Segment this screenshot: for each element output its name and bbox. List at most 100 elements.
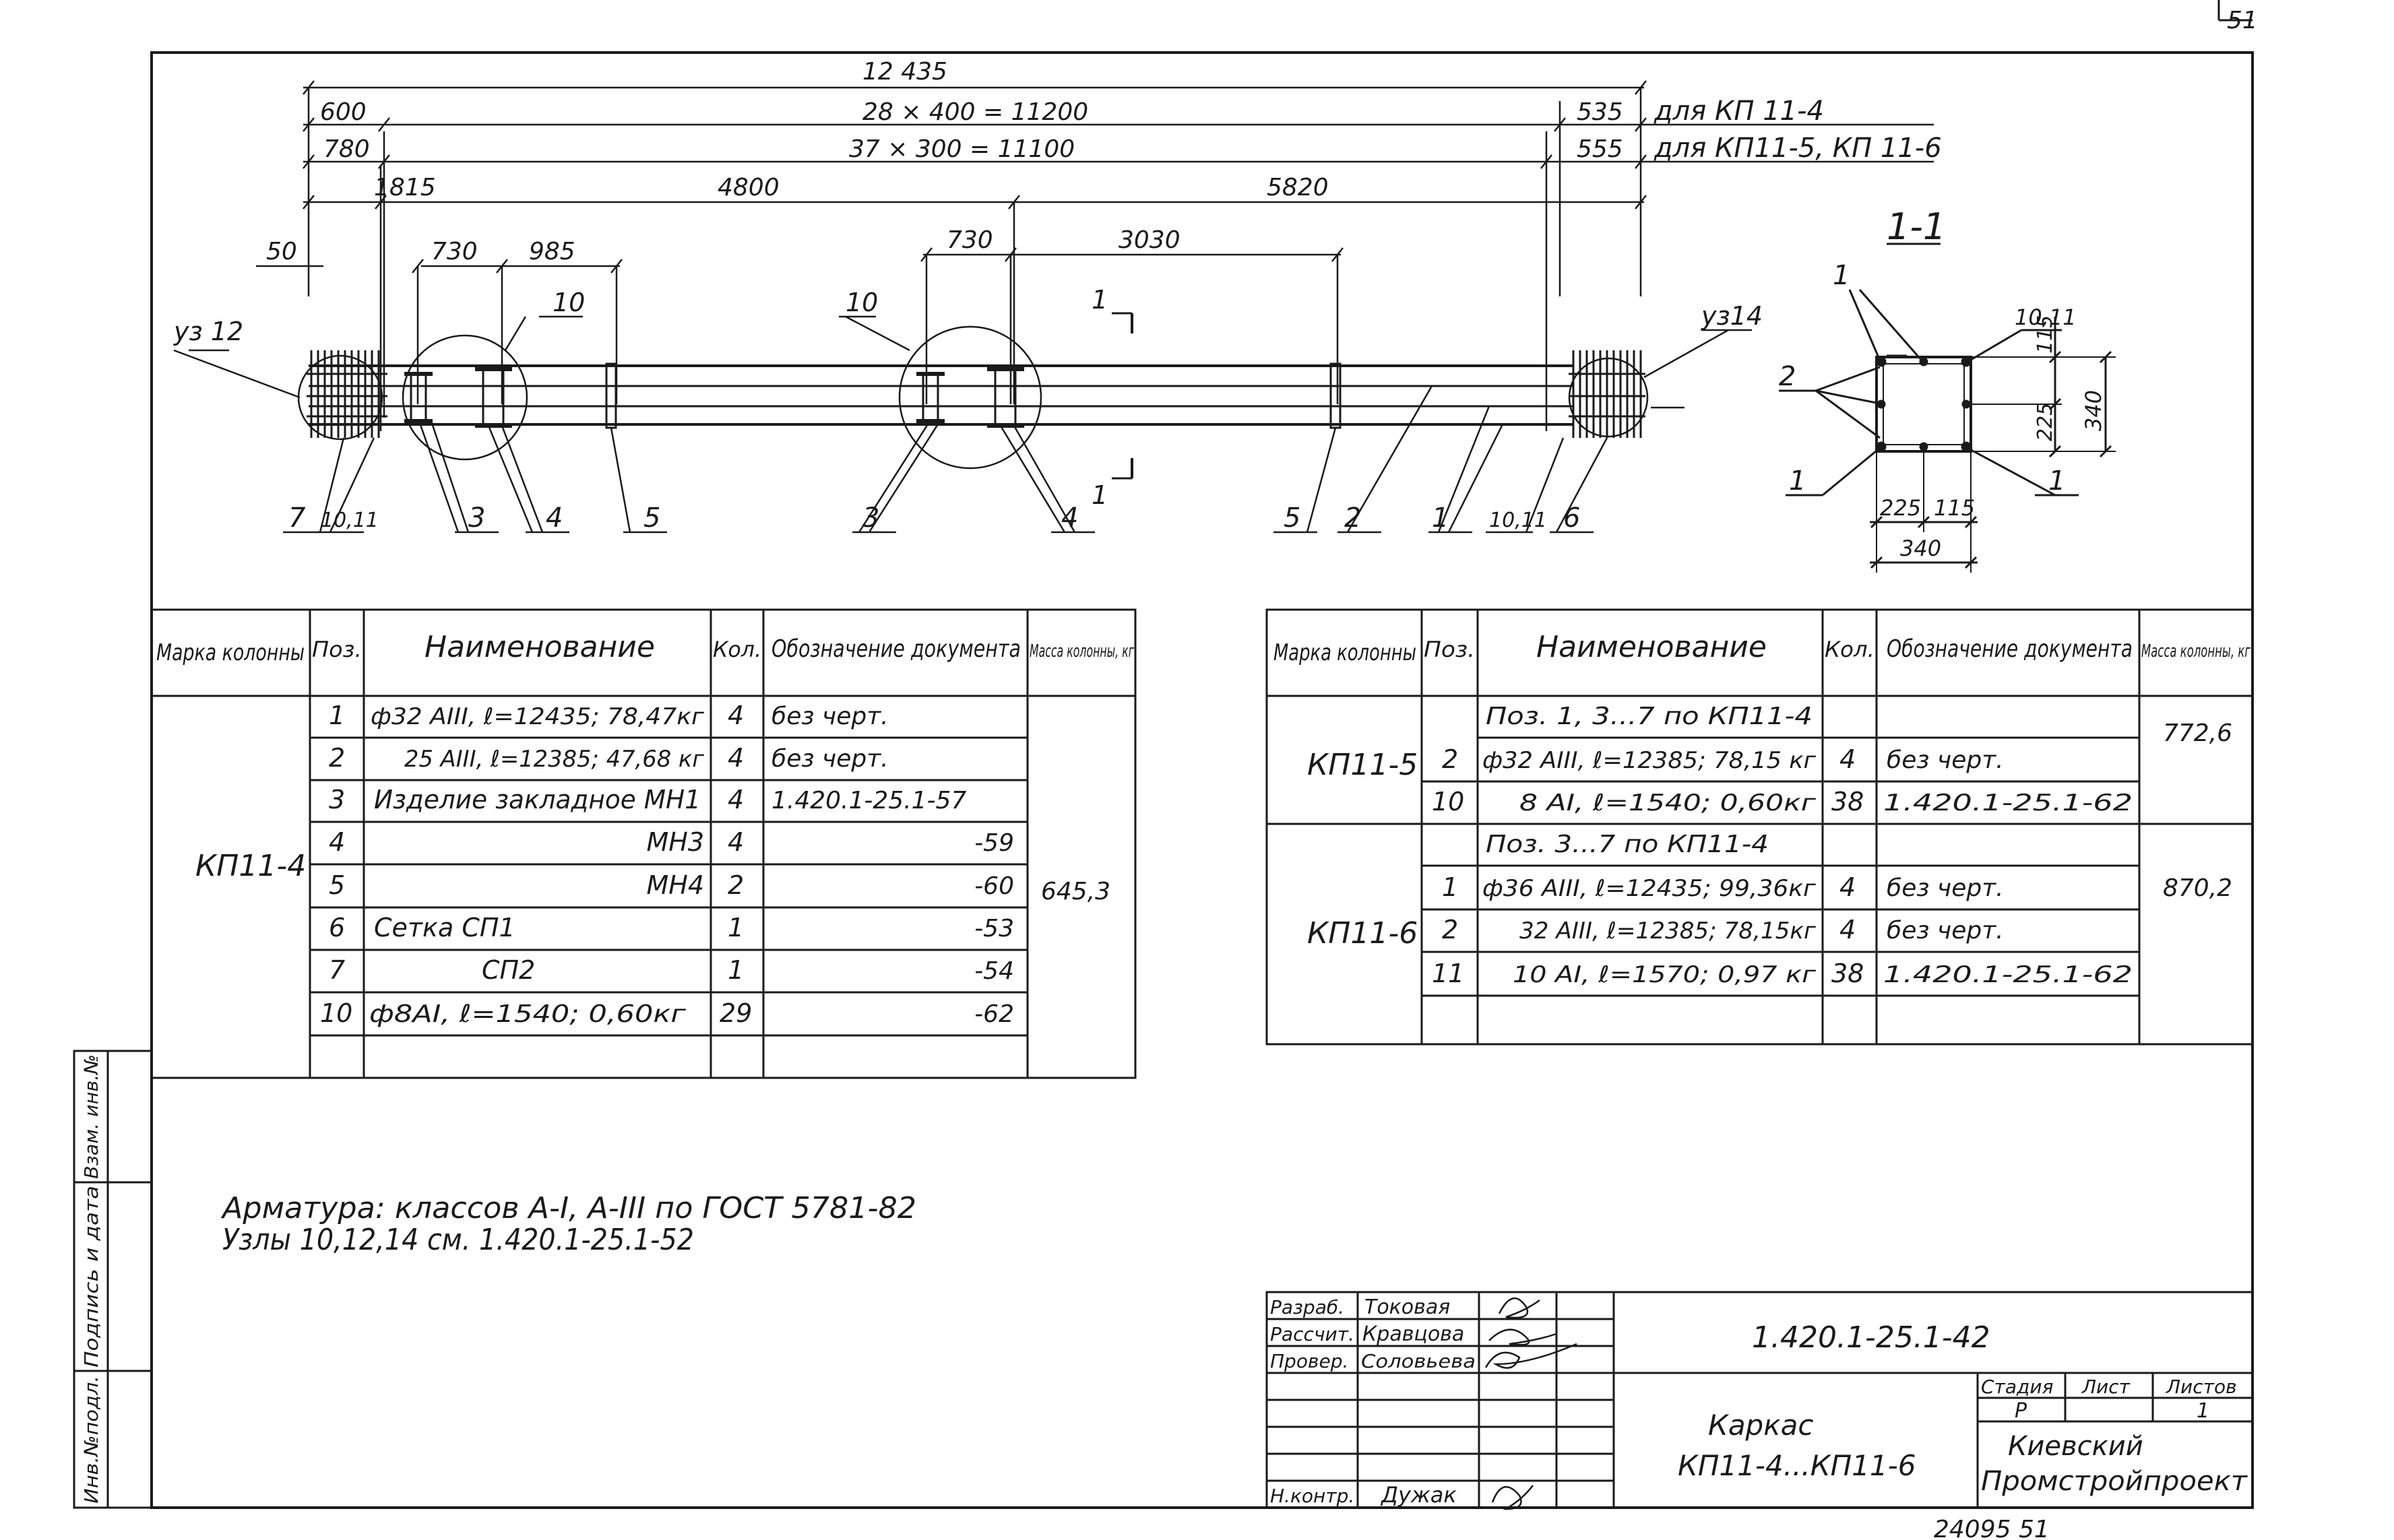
dim-row2-right: 555 [1577,135,1623,163]
t2-mark1: КП11-5 [1307,748,1418,782]
t2-h-name: Наименование [1536,630,1767,664]
callout-texts: уз 12 уз14 10 10 7 10,11 3 4 5 3 4 5 2 1… [173,285,1763,534]
t2-mass2: 870,2 [2163,874,2232,902]
dim-seg1: 1815 [374,174,436,201]
side-stamp-replace: Взам. инв.№ [80,1054,102,1179]
t1-r7-name: СП2 [482,955,535,985]
t1-r6-pos: 6 [329,913,345,942]
callout-leaders [173,315,1752,534]
callout-6: 6 [1563,503,1580,534]
note-line-1: Арматура: классов А-I, А-III по ГОСТ 578… [220,1191,916,1225]
t1-r2-qty: 4 [728,743,744,773]
section-label-1b: 1 [1789,466,1806,496]
t1-r3-doc: 1.420.1-25.1-57 [771,787,966,814]
t2-h-mark: Марка колонны [1273,639,1416,666]
t1-r2-pos: 2 [329,743,345,773]
t1-r4-pos: 4 [329,827,345,857]
callout-10-11-right: 10,11 [1489,509,1547,532]
section-label-10-11: 10,11 [2015,304,2077,330]
t1-mass: 645,3 [1041,878,1110,905]
t2-r2-doc: без черт. [1887,746,2004,774]
side-stamp-signature: Подпись и дата [80,1186,102,1368]
tb-sheet-header: Лист [2081,1376,2131,1398]
tb-code: 1.420.1-25.1-42 [1752,1320,1990,1355]
t2-r2-name: ф32 АIII, ℓ=12385; 78,15 кг [1482,747,1817,774]
dim-row1-mid: 28 × 400 = 11200 [862,98,1088,126]
dim-row2-left: 780 [323,135,370,163]
section-cut-bottom: 1 [1092,480,1108,510]
tb-stage-header: Стадия [1981,1376,2053,1398]
t1-r4-qty: 4 [728,827,744,857]
section-dim-115-h: 115 [1934,495,1975,521]
t1-r2-doc: без черт. [771,745,889,773]
t1-r5-doc: -60 [974,872,1014,900]
t2-r7-name: 10 АI, ℓ=1570; 0,97 кг [1513,961,1817,988]
tb-role-2: Рассчит. [1270,1323,1354,1345]
callout-uz14: уз14 [1701,301,1763,331]
dim-row1-note: для КП 11-4 [1653,96,1824,127]
t2-r7-doc: 1.420.1-25.1-62 [1883,961,2133,988]
dim-50: 50 [266,238,297,265]
t2-r3-doc: 1.420.1-25.1-62 [1883,790,2133,816]
t1-h-qty: Кол. [713,637,761,662]
side-stamp: Инв.№подл. Подпись и дата Взам. инв.№ [73,1050,153,1509]
callout-3-left: 3 [468,503,485,534]
t2-r7-qty: 38 [1831,959,1864,988]
t2-r5-pos: 1 [1442,872,1458,902]
tb-role-7: Н.контр. [1270,1485,1354,1507]
t1-mark: КП11-4 [195,849,306,883]
dim-730b: 730 [947,226,993,254]
page-number: 51 [2227,7,2258,34]
callout-10-left: 10 [553,288,585,317]
callout-uz12: уз 12 [173,317,243,346]
section-label-1c: 1 [2048,466,2065,496]
t2-r6-doc: без черт. [1887,917,2004,944]
dim-row2-note: для КП11-5, КП 11-6 [1653,133,1942,164]
tb-name-1: Токовая [1364,1295,1450,1319]
t1-r7-doc: -54 [974,957,1014,985]
t1-r1-doc: без черт. [771,703,889,730]
t2-r7-pos: 11 [1432,959,1464,988]
tb-name-7: Дужак [1380,1482,1457,1508]
callout-1: 1 [1432,503,1449,534]
signatures [1484,1297,1577,1510]
section-1-1 [1779,243,2116,573]
t2-r4-name: Поз. 3...7 по КП11-4 [1486,831,1769,858]
section-dim-115-v: 115 [2034,315,2057,354]
t1-r5-name: МН4 [646,870,704,900]
section-dim-225-v: 225 [2034,403,2057,441]
section-texts: 1-1 1 2 1 1 10,11 115 225 340 225 115 34… [1779,205,2106,561]
section-dim-340-v: 340 [2081,390,2106,431]
t2-r6-pos: 2 [1442,915,1458,944]
dim-3030: 3030 [1119,226,1180,254]
t1-h-pos: Поз. [312,637,362,662]
t1-r3-qty: 4 [728,785,744,814]
tb-role-1: Разраб. [1270,1296,1344,1318]
callout-2: 2 [1344,503,1361,534]
t2-h-qty: Кол. [1825,637,1875,662]
section-label-1a: 1 [1833,260,1850,291]
t2-r5-qty: 4 [1839,872,1856,902]
title-block: Разраб. Рассчит. Провер. Н.контр. Токова… [1265,1291,2254,1510]
callout-10-11-left: 10,11 [321,509,379,532]
dimension-lines [256,80,1934,431]
section-title: 1-1 [1887,205,1946,248]
t1-r6-name: Сетка СП1 [374,913,515,942]
notes: Арматура: классов А-I, А-III по ГОСТ 578… [220,1191,916,1257]
dim-seg2: 4800 [718,174,780,201]
t1-r4-doc: -59 [974,829,1014,857]
callout-5-left: 5 [643,503,660,534]
t2-r1-name: Поз. 1, 3...7 по КП11-4 [1486,703,1813,730]
t1-h-name: Наименование [424,630,655,664]
dimension-texts: 12 435 600 28 × 400 = 11200 535 для КП 1… [266,58,1942,265]
dim-730a: 730 [431,238,478,265]
callout-10-mid: 10 [846,288,878,317]
t1-h-doc: Обозначение документа [771,635,1021,663]
section-dim-340-h: 340 [1900,536,1941,561]
t2-r6-qty: 4 [1839,915,1856,944]
tb-sheets: 1 [2197,1399,2209,1423]
dim-985: 985 [529,238,575,265]
tb-org-2: Промстройпроект [1981,1466,2248,1497]
tb-title-2: КП11-4...КП11-6 [1678,1449,1916,1482]
t1-r8-pos: 10 [320,998,352,1028]
